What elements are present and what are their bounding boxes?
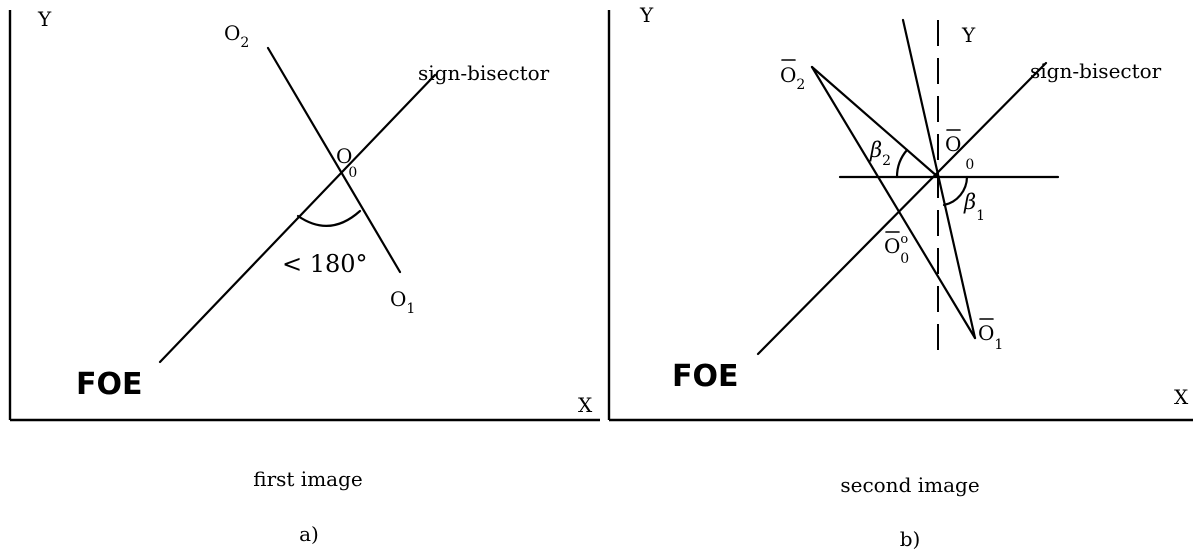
panel-a-caption: first image xyxy=(253,467,362,491)
panel-a-o1-label: O1 xyxy=(390,287,415,317)
panel-a-tag: a) xyxy=(299,522,319,546)
panel-a-sign-bisector-line xyxy=(158,73,437,364)
panel-b-tag: b) xyxy=(900,527,921,551)
panel-a-x-axis-label: X xyxy=(578,393,593,417)
panel-a-o2-label: O2 xyxy=(224,21,249,51)
panel-b-caption: second image xyxy=(840,473,979,497)
panel-b-x-axis-label: X xyxy=(1174,385,1189,409)
panel-b-y-axis-label: Y xyxy=(639,3,654,27)
panel-b-foe-label: FOE xyxy=(672,359,739,394)
panel-b-beta2-arc xyxy=(895,148,909,179)
panel-b-o1-long-line xyxy=(901,18,977,340)
panel-b-beta1-label: β1 xyxy=(963,190,985,224)
panel-b-o0-label: O0 xyxy=(945,132,974,173)
panel-b-o2-o0-line xyxy=(810,65,940,179)
panel-a-angle-label: < 180° xyxy=(282,250,368,278)
panel-b-o2-o1-line xyxy=(810,65,977,340)
panel-b-o2-label: O2 xyxy=(780,63,805,93)
panel-b-beta2-label: β2 xyxy=(869,138,891,169)
panel-a-y-axis-label: Y xyxy=(37,7,52,31)
panel-a-foe-label: FOE xyxy=(76,367,143,402)
panel-a-angle-arc xyxy=(296,209,362,227)
panel-a-o2-o1-line xyxy=(266,46,402,274)
panel-b-sign-bisector-line xyxy=(756,61,1048,356)
panel-b-o1-label: O1 xyxy=(978,321,1003,353)
panel-a-sign-bisector-label: sign-bisector xyxy=(418,61,550,85)
panel-b-beta1-arc xyxy=(942,175,969,207)
panel-b-local-y-label: Y xyxy=(961,23,976,47)
panel-b-sign-bisector-label: sign-bisector xyxy=(1030,59,1162,83)
